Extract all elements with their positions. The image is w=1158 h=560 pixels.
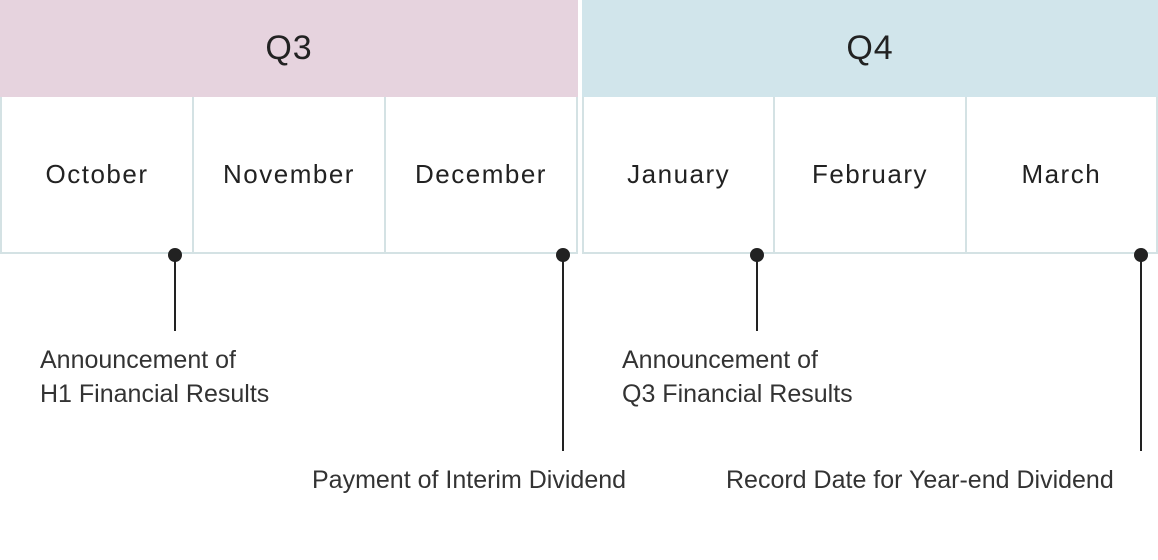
month-row-q3: October November December <box>0 97 578 254</box>
month-december: December <box>415 159 547 189</box>
event-marker-line-record-date <box>1140 255 1142 451</box>
event-label-h1-results: Announcement of H1 Financial Results <box>40 346 270 408</box>
month-march: March <box>1021 159 1102 189</box>
month-october: October <box>2 97 194 252</box>
event-marker-line-h1-results <box>174 255 176 331</box>
event-label-record-date: Record Date for Year-end Dividend <box>726 466 1114 494</box>
event-label-interim-dividend: Payment of Interim Dividend <box>312 466 627 494</box>
quarter-header-q4: Q4 <box>582 0 1158 97</box>
quarter-header-q3: Q3 <box>0 0 578 97</box>
month-november: November <box>194 97 386 252</box>
event-marker-line-q3-results <box>756 255 758 331</box>
event-marker-line-interim-dividend <box>562 255 564 451</box>
month-january: January <box>584 97 776 252</box>
month-february: February <box>775 97 967 252</box>
event-label-q3-results: Announcement of Q3 Financial Results <box>622 346 853 408</box>
month-row-q4: January February March <box>582 97 1158 254</box>
